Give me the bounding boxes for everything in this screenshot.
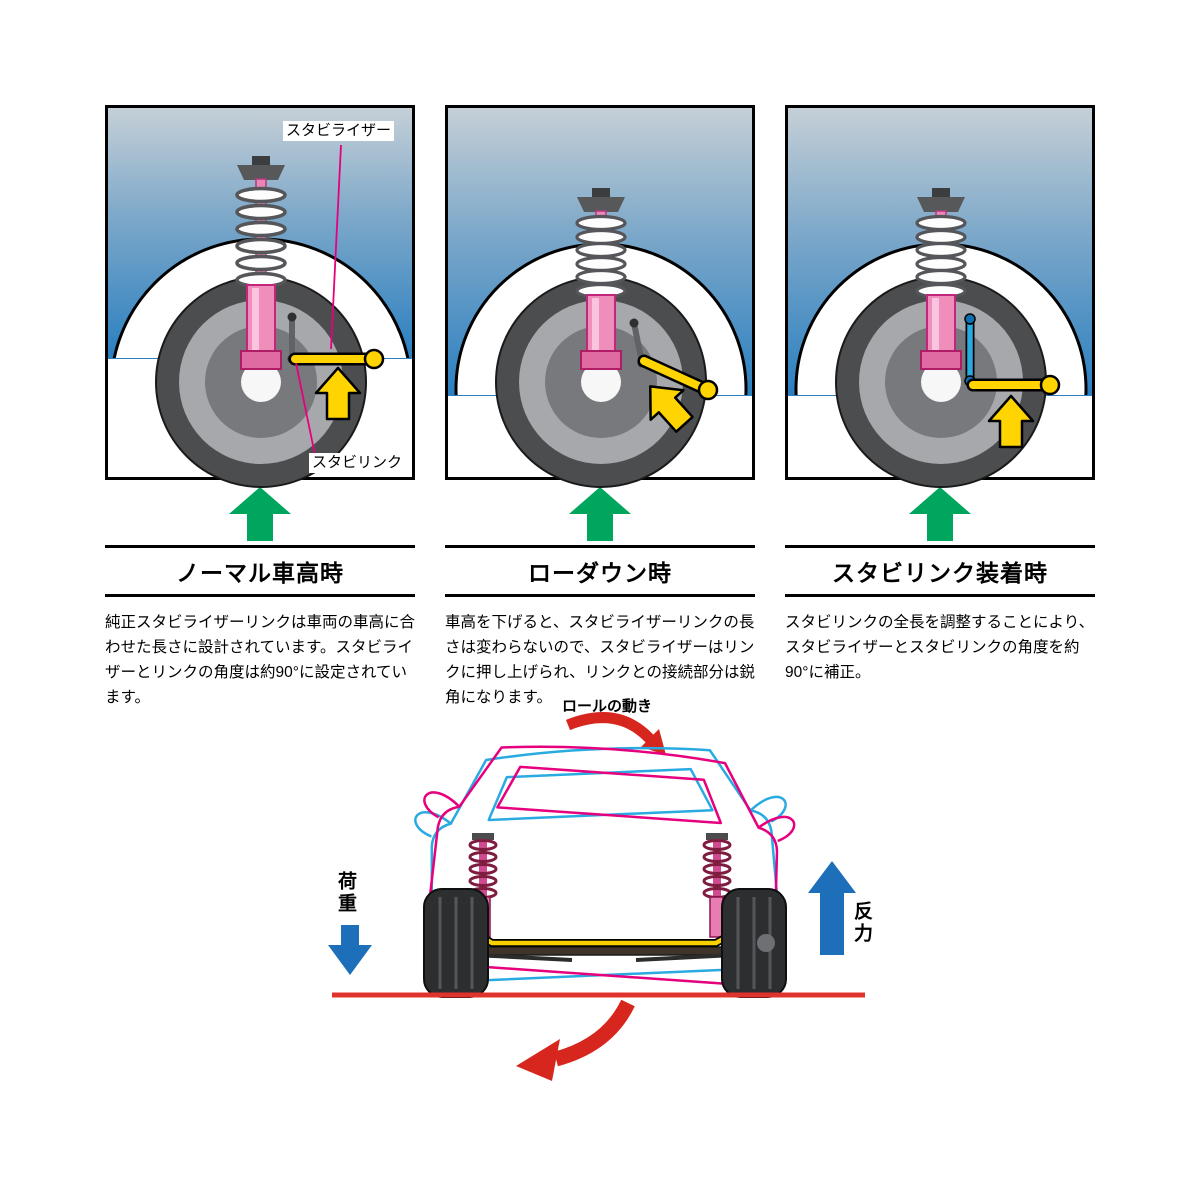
- panel-normal-graphic: スタビライザー スタビリンク: [105, 105, 415, 488]
- green-up-arrow: [229, 487, 291, 541]
- panel-lowered: ローダウン時 車高を下げると、スタビライザーリンクの長さは変わらないので、スタビ…: [445, 105, 755, 710]
- panel-normal-height: スタビライザー スタビリンク ノーマル車高時 純正スタビライザーリンクは車両の車…: [105, 105, 415, 710]
- right-strut: [702, 833, 732, 938]
- stabilizer-bar: [637, 354, 719, 401]
- up-arrow-yellow: [314, 366, 362, 421]
- green-up-arrow: [569, 487, 631, 541]
- panel-stabilink-installed: スタビリンク装着時 スタビリンクの全長を調整することにより、スタビライザーとスタ…: [785, 105, 1095, 685]
- stabilizer-bar: [288, 348, 385, 370]
- stabilizer-bar: [966, 374, 1061, 396]
- green-up-arrow: [909, 487, 971, 541]
- load-arrow-blue: [328, 925, 372, 975]
- adjustable-stabilink: [964, 313, 976, 387]
- coilover-strut: [915, 188, 967, 370]
- reaction-force-label: 反力: [851, 901, 872, 945]
- subframe: [469, 946, 739, 962]
- coilover-strut: [575, 188, 627, 370]
- panel-title: スタビリンク装着時: [785, 545, 1095, 597]
- panel-stabilink-graphic: [785, 105, 1095, 488]
- roll-illustration: [328, 712, 865, 1081]
- stabilink-leader-line: [295, 362, 316, 456]
- counter-roll-arrow-red: [516, 999, 635, 1081]
- panel-description: スタビリンクの全長を調整することにより、スタビライザーとスタビリンクの角度を約9…: [785, 614, 1095, 682]
- wheel: [155, 276, 367, 488]
- wheel-suspension-illustration: [785, 105, 1095, 488]
- reaction-arrow-blue: [808, 861, 856, 955]
- stabilink-label: スタビリンク: [309, 453, 406, 473]
- wheel: [495, 276, 707, 488]
- stabilizer-bar-front: [476, 931, 732, 947]
- diagonal-arrow-yellow: [649, 385, 694, 433]
- panel-lowered-graphic: [445, 105, 755, 488]
- right-tire: [721, 888, 787, 998]
- panel-title: ノーマル車高時: [105, 545, 415, 597]
- stabilizer-leader-line: [330, 144, 342, 350]
- wheel-suspension-illustration: [445, 105, 755, 488]
- panel-description: 車高を下げると、スタビライザーリンクの長さは変わらないので、スタビライザーはリン…: [445, 614, 756, 707]
- load-label: 荷重: [335, 871, 356, 915]
- stabilizer-label: スタビライザー: [283, 121, 395, 141]
- body-roll-diagram: ロールの動き 荷重 反力: [320, 693, 890, 1143]
- left-tire: [423, 888, 489, 998]
- panel-title: ローダウン時: [445, 545, 755, 597]
- wheel-suspension-illustration: [105, 105, 415, 488]
- panel-description: 純正スタビライザーリンクは車両の車高に合わせた長さに設計されています。スタビライ…: [105, 614, 416, 707]
- roll-motion-label: ロールの動き: [562, 698, 653, 715]
- coilover-strut: [235, 156, 287, 370]
- up-arrow-yellow: [987, 394, 1035, 449]
